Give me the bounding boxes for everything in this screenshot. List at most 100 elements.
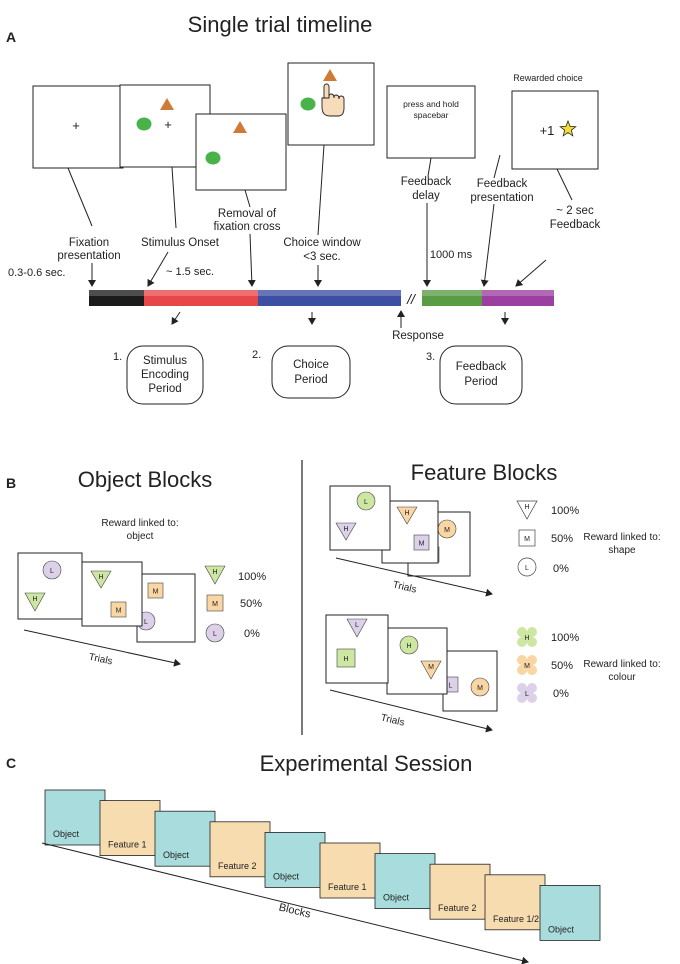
timeline-arrows bbox=[88, 203, 547, 287]
feedback-delay-label-1: Feedback bbox=[401, 176, 452, 188]
block-rect bbox=[374, 853, 436, 909]
panel-b-letter: B bbox=[6, 475, 16, 491]
block-rect bbox=[539, 885, 601, 941]
stimulus-letter: H bbox=[32, 596, 37, 603]
orange-triangle bbox=[160, 98, 174, 110]
stimulus-letter: H bbox=[524, 635, 529, 642]
circle-stimulus bbox=[399, 635, 419, 655]
period-label: Stimulus bbox=[143, 355, 187, 367]
object-reward-label-2: object bbox=[127, 531, 154, 542]
stimulus-letter: M bbox=[444, 527, 450, 534]
circle-shape bbox=[517, 557, 537, 577]
session-block-feature: Feature 1/2 bbox=[484, 874, 546, 931]
triangle-shape bbox=[516, 500, 538, 520]
colour-trials-label: Trials bbox=[380, 712, 406, 728]
object-trials-label: Trials bbox=[88, 652, 114, 668]
period-feedback: 3. Feedback Period bbox=[426, 345, 523, 405]
period-label: Choice bbox=[293, 359, 329, 371]
stimulus-letter: M bbox=[524, 536, 530, 543]
feedback-presentation-label-1: Feedback bbox=[477, 178, 528, 190]
stimulus-letter: M bbox=[524, 663, 530, 670]
triangle-stimulus bbox=[90, 570, 112, 589]
square-stimulus bbox=[336, 648, 356, 668]
colour-trial-cards: M L H M L H bbox=[325, 614, 498, 712]
triangle-stimulus bbox=[420, 660, 442, 680]
session-block-feature: Feature 1 bbox=[99, 800, 161, 856]
colour-reward-legend: H 100% M 50% L 0% Reward linked to: colo bbox=[517, 627, 661, 703]
green-circle bbox=[205, 151, 221, 165]
stimulus-letter: L bbox=[364, 499, 368, 506]
stimulus-letter: H bbox=[406, 643, 411, 650]
fixation-cross: + bbox=[72, 118, 80, 133]
circle-stimulus bbox=[205, 623, 225, 643]
green-circle bbox=[136, 117, 152, 131]
screen-leaders bbox=[67, 144, 573, 236]
colour-reward-label-2: colour bbox=[608, 672, 636, 683]
response-label: Response bbox=[392, 330, 444, 342]
stimulus-segment bbox=[144, 290, 258, 306]
stimulus-letter: M bbox=[477, 685, 483, 692]
period-arrows bbox=[171, 311, 509, 325]
period-stimulus-encoding: 1. Stimulus Encoding Period bbox=[113, 345, 204, 405]
triangle-stimulus bbox=[24, 592, 46, 612]
period-label: Period bbox=[464, 376, 497, 388]
trial-card: M L bbox=[442, 650, 498, 712]
period-label: Period bbox=[148, 383, 181, 395]
choice-window-duration: <3 sec. bbox=[303, 251, 340, 263]
blocks-arrow bbox=[41, 842, 529, 964]
hand-pointer-icon bbox=[321, 83, 345, 117]
square-stimulus bbox=[206, 594, 224, 612]
block-rect bbox=[154, 810, 216, 867]
session-block-feature: Feature 1 bbox=[319, 842, 381, 899]
stimulus-letter: M bbox=[153, 589, 159, 596]
block-rect bbox=[429, 863, 491, 920]
trial-card: H M bbox=[81, 561, 143, 627]
session-block-object: Object bbox=[374, 853, 436, 909]
circle-stimulus bbox=[470, 677, 490, 697]
stimulus-letter: L bbox=[213, 631, 217, 638]
square-stimulus bbox=[413, 534, 430, 551]
reward-screen: +1 bbox=[511, 90, 599, 170]
shape-trials-label: Trials bbox=[392, 579, 418, 595]
rewarded-choice-caption: Rewarded choice bbox=[513, 73, 583, 83]
session-block-feature: Feature 2 bbox=[429, 863, 491, 920]
panel-c-letter: C bbox=[6, 755, 16, 771]
square-shape bbox=[518, 529, 536, 547]
session-block-feature: Feature 2 bbox=[209, 821, 271, 878]
stimulus-letter: M bbox=[419, 541, 425, 548]
colour-reward-label-1: Reward linked to: bbox=[583, 659, 660, 670]
panel-a: A Single trial timeline + + bbox=[6, 12, 601, 405]
feedback-label: Feedback bbox=[550, 219, 601, 231]
percent-100: 100% bbox=[238, 571, 266, 583]
trial-card: M L bbox=[136, 573, 196, 643]
session-block-object: Object bbox=[539, 885, 601, 941]
stimulus-letter: L bbox=[525, 691, 529, 698]
block-rect bbox=[319, 842, 381, 899]
fixation-label-2: presentation bbox=[57, 250, 120, 262]
stimulus-letter: L bbox=[449, 683, 453, 690]
circle-stimulus bbox=[356, 491, 376, 511]
choice-segment bbox=[258, 290, 401, 306]
percent-100: 100% bbox=[551, 632, 579, 644]
block-label: Object bbox=[383, 893, 410, 903]
block-label: Feature 2 bbox=[218, 861, 257, 871]
stimulus-letter: H bbox=[212, 569, 217, 576]
green-circle bbox=[300, 97, 316, 111]
stimulus-letter: H bbox=[98, 574, 103, 581]
shape-reward-label-1: Reward linked to: bbox=[583, 532, 660, 543]
press-hold-text: press and hold bbox=[403, 99, 459, 109]
object-trials-arrow bbox=[23, 629, 181, 667]
circle-stimulus bbox=[42, 560, 62, 580]
shape-reward-label-2: shape bbox=[608, 545, 636, 556]
stimulus-letter: M bbox=[116, 608, 122, 615]
block-rect bbox=[264, 832, 326, 888]
fixation-segment bbox=[89, 290, 144, 306]
block-label: Object bbox=[548, 924, 575, 934]
trial-card: L H bbox=[325, 614, 389, 684]
purple-colour-swatch bbox=[517, 683, 537, 703]
shape-trials-arrow bbox=[335, 557, 493, 597]
feedback-duration-label: ~ 2 sec bbox=[556, 205, 594, 217]
block-rect bbox=[484, 874, 546, 931]
fixation-screen: + bbox=[32, 85, 124, 169]
